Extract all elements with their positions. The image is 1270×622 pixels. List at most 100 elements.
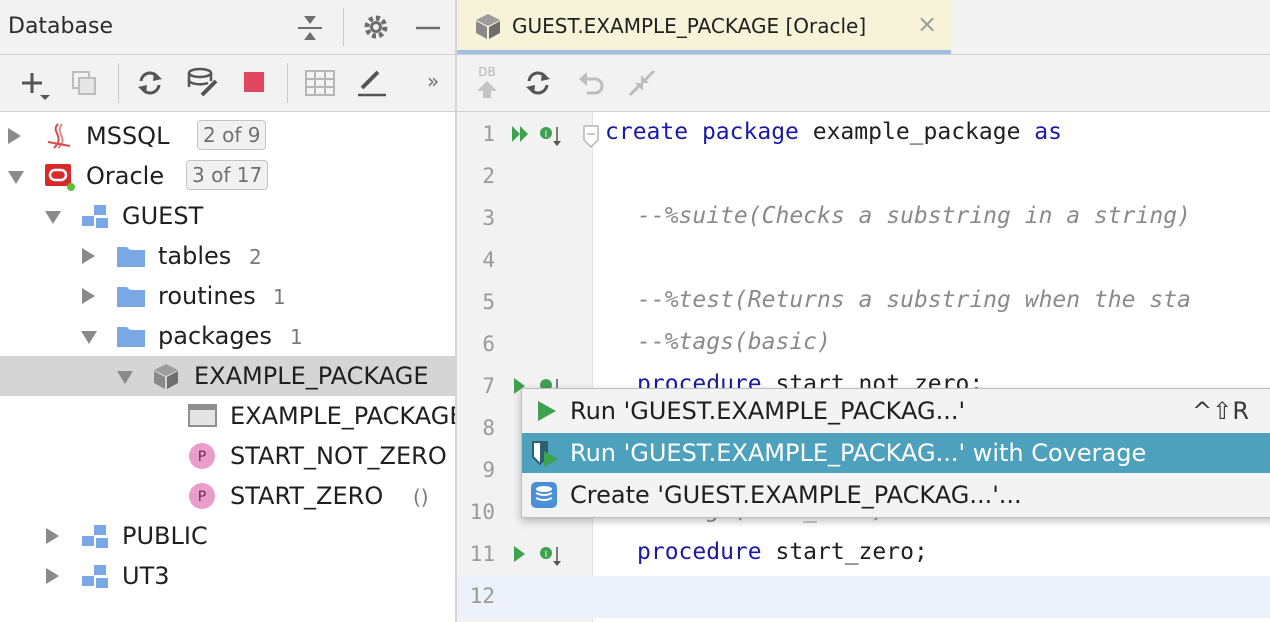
node-label: START_NOT_ZERO (230, 442, 447, 470)
collapse-arrow-icon[interactable] (81, 331, 97, 344)
datasource-properties-icon[interactable] (186, 67, 220, 99)
package-spec-icon (188, 404, 217, 427)
expand-arrow-icon[interactable] (82, 288, 95, 304)
compare-icon[interactable] (627, 69, 657, 97)
menu-item-create-configuration[interactable]: Create 'GUEST.EXAMPLE_PACKAG...'... (522, 475, 1270, 515)
database-config-icon (531, 482, 557, 508)
node-label: routines (158, 282, 256, 310)
fold-icon[interactable] (582, 124, 602, 150)
collapse-arrow-icon[interactable] (45, 211, 61, 224)
table-view-icon[interactable] (305, 70, 335, 96)
tree-node-tables[interactable]: tables 2 (0, 236, 455, 276)
run-icon (538, 401, 556, 421)
tree-node-example-package[interactable]: EXAMPLE_PACKAGE (0, 356, 455, 396)
tree-node-ut3[interactable]: UT3 (0, 556, 455, 596)
line-number: 2 (482, 164, 495, 188)
close-tab-icon[interactable]: × (917, 10, 938, 38)
svg-text:I: I (545, 130, 548, 140)
node-count: 1 (273, 285, 286, 309)
gear-icon[interactable] (362, 13, 390, 41)
svg-text:P: P (198, 449, 206, 465)
code-line-11: procedure start_zero; (637, 539, 928, 565)
run-test-icon[interactable]: I (510, 543, 566, 569)
tree-node-start-not-zero[interactable]: P START_NOT_ZERO (0, 436, 455, 476)
svg-text:I: I (545, 550, 548, 560)
line-number: 7 (482, 374, 495, 398)
node-label: EXAMPLE_PACKAGE (230, 402, 455, 430)
refresh-icon[interactable] (524, 69, 552, 97)
run-with-coverage-icon (532, 441, 558, 467)
collapse-arrow-icon[interactable] (8, 171, 24, 184)
duplicate-icon[interactable] (70, 69, 98, 97)
line-number: 4 (482, 248, 495, 272)
node-label: START_ZERO (230, 482, 384, 510)
node-label: tables (158, 242, 232, 270)
add-icon[interactable] (18, 69, 52, 101)
tree-node-oracle[interactable]: Oracle 3 of 17 (0, 156, 455, 196)
folder-icon (117, 287, 145, 307)
keyword: create (605, 119, 689, 145)
node-signature: () (413, 485, 429, 509)
procedure-icon: P (189, 483, 215, 509)
expand-arrow-icon[interactable] (82, 248, 95, 264)
tree-node-mssql[interactable]: MSSQL 2 of 9 (0, 116, 455, 156)
schema-icon (82, 565, 108, 588)
panel-title: Database (8, 14, 113, 39)
line-number: 1 (482, 122, 495, 146)
menu-item-run[interactable]: Run 'GUEST.EXAMPLE_PACKAG...' ^⇧R (522, 391, 1270, 431)
mssql-icon (47, 123, 71, 149)
collapse-arrow-icon[interactable] (117, 371, 133, 384)
node-count-badge: 2 of 9 (197, 120, 267, 150)
tree-node-start-zero[interactable]: P START_ZERO () (0, 476, 455, 516)
menu-item-run-with-coverage[interactable]: Run 'GUEST.EXAMPLE_PACKAG...' with Cover… (522, 433, 1270, 473)
db-push-icon[interactable]: DB (473, 65, 501, 101)
svg-text:P: P (198, 489, 206, 505)
line-number: 9 (482, 458, 495, 482)
node-count: 1 (290, 325, 303, 349)
database-panel: Database (0, 0, 455, 622)
editor-tab-title: GUEST.EXAMPLE_PACKAGE [Oracle] (512, 14, 867, 38)
toolbar-overflow-icon[interactable]: » (427, 69, 440, 93)
expand-arrow-icon[interactable] (46, 528, 59, 544)
database-toolbar: » (0, 55, 455, 112)
schema-icon (82, 205, 108, 228)
run-all-tests-icon[interactable]: I (510, 123, 566, 149)
toolbar-separator (287, 63, 288, 103)
collapse-all-icon[interactable] (296, 14, 324, 42)
tree-node-packages[interactable]: packages 1 (0, 316, 455, 356)
tree-node-public[interactable]: PUBLIC (0, 516, 455, 556)
menu-item-label: Create 'GUEST.EXAMPLE_PACKAG...'... (570, 481, 1022, 509)
line-number: 8 (482, 416, 495, 440)
panel-splitter[interactable] (455, 0, 457, 622)
node-count-badge: 3 of 17 (186, 160, 269, 190)
folder-icon (117, 247, 145, 267)
line-number: 3 (482, 206, 495, 230)
expand-arrow-icon[interactable] (8, 128, 21, 144)
tree-node-guest[interactable]: GUEST (0, 196, 455, 236)
keyword: procedure (637, 539, 762, 565)
database-panel-header: Database (0, 0, 455, 55)
tree-node-routines[interactable]: routines 1 (0, 276, 455, 316)
node-label: Oracle (86, 162, 165, 190)
run-context-popup: Run 'GUEST.EXAMPLE_PACKAG...' ^⇧R Run 'G… (521, 388, 1270, 518)
identifier: start_zero; (761, 539, 928, 565)
editor-gutter (457, 112, 592, 622)
expand-arrow-icon[interactable] (46, 568, 59, 584)
identifier: example_package (798, 119, 1035, 145)
edit-icon[interactable] (356, 68, 388, 98)
editor-tab[interactable] (457, 0, 951, 54)
refresh-icon[interactable] (136, 69, 164, 97)
code-line-1: create package example_package as (605, 119, 1062, 145)
stop-icon[interactable] (244, 72, 264, 92)
minimize-icon[interactable] (414, 14, 442, 42)
node-label: GUEST (122, 202, 204, 230)
node-count: 2 (249, 245, 262, 269)
code-line-5: --%test(Returns a substring when the sta (637, 287, 1191, 313)
node-label: PUBLIC (122, 522, 208, 550)
toolbar-separator (118, 63, 119, 103)
revert-icon[interactable] (577, 69, 605, 97)
line-number: 6 (482, 332, 495, 356)
line-number: 11 (469, 542, 495, 566)
tree-node-package-spec[interactable]: EXAMPLE_PACKAGE (0, 396, 455, 436)
line-number: 5 (482, 290, 495, 314)
